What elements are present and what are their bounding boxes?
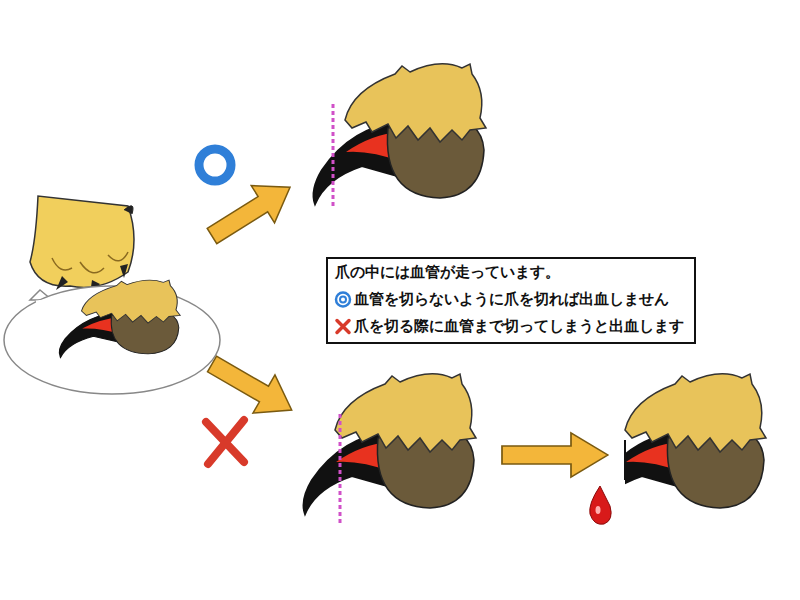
bad-cut <box>304 374 476 526</box>
note-line: 爪を切る際に血管まで切ってしまうと出血します <box>328 313 684 340</box>
bullet-mark <box>337 321 349 333</box>
cut-nail <box>594 374 766 514</box>
note-heading: 爪の中には血管が走っています。 <box>328 259 684 286</box>
speech-bubble <box>4 280 220 394</box>
arrow-result <box>502 433 608 477</box>
bullet-icons <box>334 286 354 341</box>
dog-paw <box>30 196 134 294</box>
note-box: 爪の中には血管が走っています。血管を切らないように爪を切れば出血しません爪を切る… <box>326 257 696 344</box>
good-cut <box>314 64 486 206</box>
blood-drop <box>590 486 611 524</box>
arrow-bad <box>201 345 303 429</box>
ok-symbol <box>199 149 231 181</box>
ng-symbol <box>206 420 244 464</box>
note-line: 血管を切らないように爪を切れば出血しません <box>328 286 684 313</box>
bullet-mark <box>336 293 350 307</box>
bullet-mark <box>340 297 346 303</box>
